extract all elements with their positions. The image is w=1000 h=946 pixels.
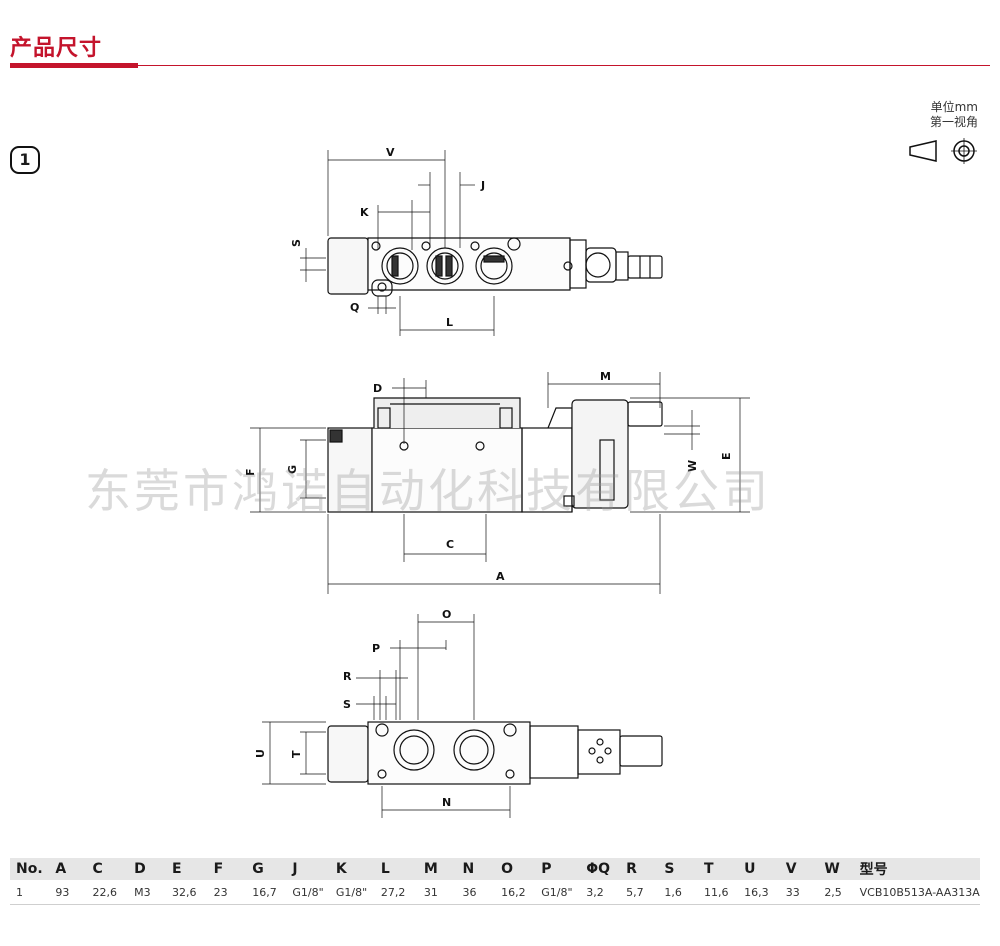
table-cell: VCB10B513A-AA313A [853, 880, 980, 905]
table-cell: 23 [207, 880, 247, 905]
table-header-cell: S [658, 858, 698, 880]
table-cell: 1 [10, 880, 50, 905]
svg-text:U: U [254, 749, 267, 758]
table-header-cell: A [49, 858, 87, 880]
table-header-cell: V [779, 858, 819, 880]
svg-text:S: S [290, 239, 303, 247]
svg-text:T: T [290, 750, 303, 758]
table-cell: 2,5 [818, 880, 854, 905]
table-cell: 32,6 [166, 880, 208, 905]
svg-text:R: R [343, 670, 352, 683]
unit-text: 单位mm [930, 100, 978, 114]
table-cell: 16,7 [246, 880, 287, 905]
table-header-cell: K [329, 858, 375, 880]
side-view [250, 372, 750, 594]
table-header-cell: 型号 [853, 858, 980, 880]
table-header-cell: F [207, 858, 247, 880]
table-header-cell: E [166, 858, 208, 880]
table-header-cell: O [495, 858, 536, 880]
svg-text:L: L [446, 316, 453, 329]
section-header: 产品尺寸 [10, 30, 990, 70]
table-header-cell: J [286, 858, 330, 880]
svg-text:N: N [442, 796, 451, 809]
header-rule [138, 65, 990, 66]
table-cell: 16,2 [495, 880, 536, 905]
table-cell: 1,6 [658, 880, 698, 905]
svg-text:C: C [446, 538, 454, 551]
svg-text:W: W [686, 460, 699, 472]
table-cell: 16,3 [738, 880, 780, 905]
svg-text:E: E [720, 452, 733, 460]
dimension-drawing: V J K S Q L [244, 146, 750, 818]
projection-text: 第一视角 [929, 115, 978, 129]
svg-text:O: O [442, 608, 451, 621]
table-header-cell: ΦQ [580, 858, 621, 880]
table-header-cell: W [818, 858, 854, 880]
svg-text:P: P [372, 642, 380, 655]
svg-text:K: K [360, 206, 369, 219]
table-cell: G1/8" [535, 880, 581, 905]
unit-note: 单位mm 第一视角 [930, 100, 978, 130]
table-header-cell: M [417, 858, 457, 880]
table-header-cell: C [86, 858, 129, 880]
table-cell: M3 [128, 880, 167, 905]
bottom-view [262, 614, 663, 818]
table-cell: 27,2 [374, 880, 418, 905]
svg-text:V: V [386, 146, 395, 159]
table-header-cell: T [697, 858, 739, 880]
title-underline [10, 63, 138, 68]
table-cell: 3,2 [580, 880, 621, 905]
table-cell: 36 [456, 880, 496, 905]
table-cell: G1/8" [286, 880, 330, 905]
table-cell: G1/8" [329, 880, 375, 905]
table-cell: 5,7 [620, 880, 659, 905]
table-cell: 11,6 [697, 880, 739, 905]
svg-text:M: M [600, 370, 611, 383]
svg-text:D: D [373, 382, 382, 395]
table-header-cell: R [620, 858, 659, 880]
svg-text:J: J [480, 179, 485, 192]
top-view [300, 150, 663, 336]
svg-text:A: A [496, 570, 505, 583]
drawing-number-badge: 1 [10, 146, 40, 174]
section-title: 产品尺寸 [10, 36, 103, 61]
svg-text:S: S [343, 698, 351, 711]
table-header-cell: No. [10, 858, 50, 880]
table-header-cell: L [374, 858, 418, 880]
table-cell: 22,6 [86, 880, 129, 905]
table-cell: 33 [779, 880, 819, 905]
svg-text:Q: Q [350, 301, 359, 314]
table-cell: 31 [417, 880, 457, 905]
table-header-cell: G [246, 858, 287, 880]
svg-text:F: F [244, 468, 257, 476]
first-angle-projection-icon [909, 138, 977, 164]
company-watermark: 东莞市鸿诺自动化科技有限公司 [85, 464, 771, 518]
table-header-cell: U [738, 858, 780, 880]
table-header-cell: P [535, 858, 581, 880]
table-header-cell: N [456, 858, 496, 880]
table-cell: 93 [49, 880, 87, 905]
svg-text:G: G [286, 465, 299, 474]
table-header-cell: D [128, 858, 167, 880]
